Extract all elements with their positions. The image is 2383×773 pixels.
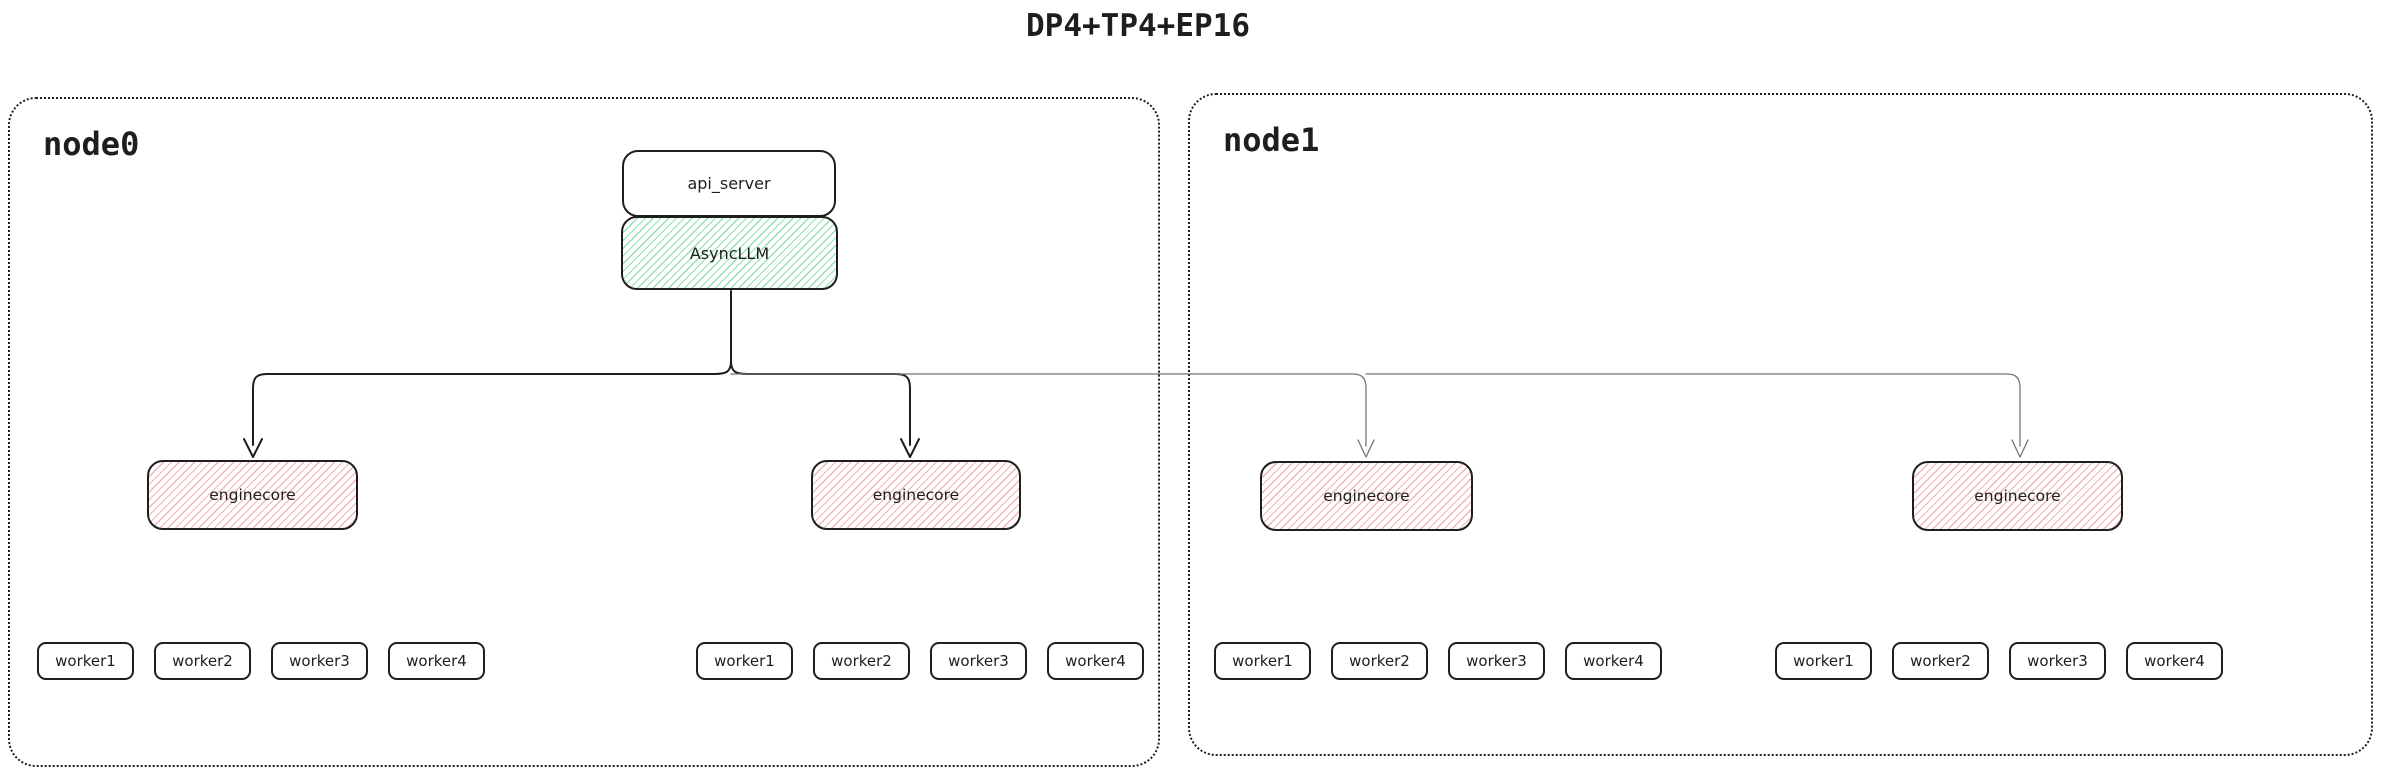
worker-label: worker4 (406, 652, 467, 670)
api-server-label: api_server (687, 174, 771, 193)
node1-worker-group-1: worker1 worker2 worker3 worker4 (1214, 642, 1662, 680)
worker-box: worker4 (1047, 642, 1144, 680)
worker-label: worker1 (1793, 652, 1854, 670)
worker-box: worker1 (1214, 642, 1311, 680)
enginecore-label: enginecore (1323, 487, 1410, 505)
worker-box: worker4 (1565, 642, 1662, 680)
worker-label: worker4 (1583, 652, 1644, 670)
worker-label: worker1 (1232, 652, 1293, 670)
worker-box: worker4 (388, 642, 485, 680)
enginecore-box: enginecore (811, 460, 1021, 530)
worker-label: worker3 (1466, 652, 1527, 670)
enginecore-box: enginecore (1912, 461, 2123, 531)
worker-box: worker2 (154, 642, 251, 680)
worker-box: worker1 (37, 642, 134, 680)
worker-label: worker4 (2144, 652, 2205, 670)
enginecore-label: enginecore (872, 486, 960, 504)
worker-label: worker1 (714, 652, 775, 670)
worker-box: worker1 (1775, 642, 1872, 680)
node1-worker-group-2: worker1 worker2 worker3 worker4 (1775, 642, 2223, 680)
node0-label: node0 (43, 125, 140, 163)
worker-box: worker2 (1892, 642, 1989, 680)
node1-label: node1 (1223, 121, 1320, 159)
worker-label: worker2 (172, 652, 233, 670)
worker-label: worker3 (289, 652, 350, 670)
async-llm-label: AsyncLLM (689, 243, 770, 263)
worker-box: worker3 (2009, 642, 2106, 680)
worker-box: worker4 (2126, 642, 2223, 680)
worker-label: worker1 (55, 652, 116, 670)
worker-label: worker2 (831, 652, 892, 670)
worker-label: worker4 (1065, 652, 1126, 670)
async-llm-box: AsyncLLM (621, 216, 838, 290)
worker-box: worker2 (813, 642, 910, 680)
worker-box: worker3 (930, 642, 1027, 680)
node0-worker-group-1: worker1 worker2 worker3 worker4 (37, 642, 485, 680)
node0-worker-group-2: worker1 worker2 worker3 worker4 (696, 642, 1144, 680)
worker-label: worker2 (1349, 652, 1410, 670)
worker-box: worker2 (1331, 642, 1428, 680)
worker-label: worker2 (1910, 652, 1971, 670)
enginecore-label: enginecore (209, 486, 296, 504)
worker-label: worker3 (948, 652, 1009, 670)
diagram-title: DP4+TP4+EP16 (1026, 8, 1250, 44)
worker-box: worker1 (696, 642, 793, 680)
enginecore-label: enginecore (1974, 487, 2061, 505)
worker-box: worker3 (271, 642, 368, 680)
enginecore-box: enginecore (147, 460, 358, 530)
enginecore-box: enginecore (1260, 461, 1473, 531)
worker-box: worker3 (1448, 642, 1545, 680)
worker-label: worker3 (2027, 652, 2088, 670)
api-server-box: api_server (622, 150, 836, 217)
